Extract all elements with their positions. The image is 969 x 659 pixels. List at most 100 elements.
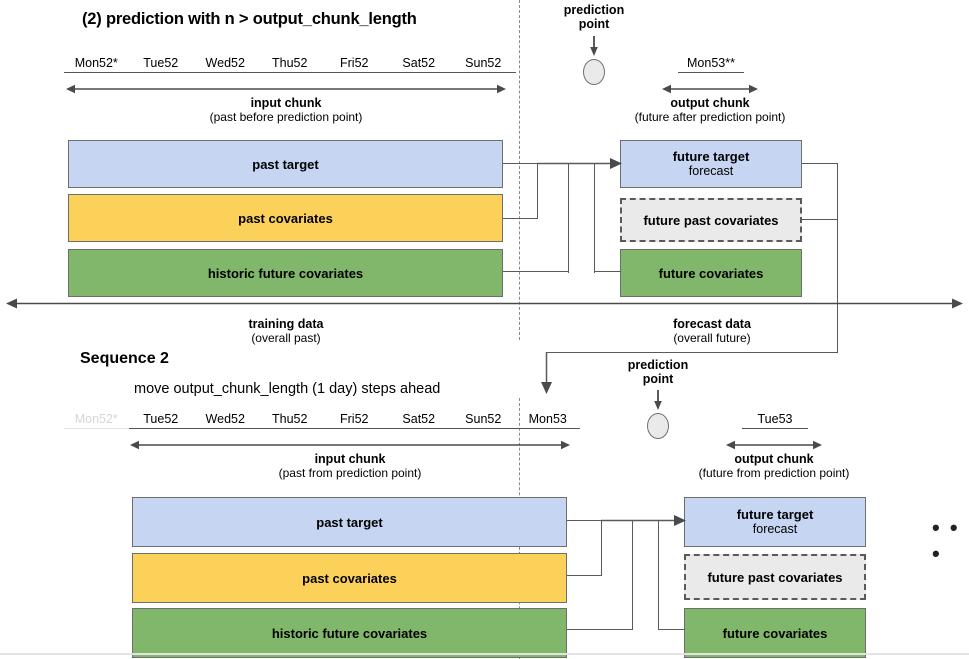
box-historic-future-covariates-2[interactable]: historic future covariates — [132, 608, 567, 658]
connector-feedback-arrow-down-1 — [541, 352, 552, 394]
prediction-point-label-1-line1: prediction — [563, 3, 625, 17]
box-future-target-2[interactable]: future target forecast — [684, 497, 866, 547]
day-label-inactive: Mon52* — [64, 412, 129, 429]
day-label: Tue53 — [742, 412, 808, 429]
box-sublabel: forecast — [752, 522, 798, 536]
box-label: future target — [672, 149, 750, 164]
prediction-point-arrow-1 — [590, 36, 598, 56]
input-chunk-sub-1: (past before prediction point) — [209, 110, 363, 124]
ellipsis-more-sequences: • • • — [932, 515, 960, 566]
sequence1-output-day-labels: Mon53** — [678, 56, 744, 73]
day-label: Tue52 — [128, 56, 193, 73]
connector-past-covariates-1 — [503, 218, 538, 220]
output-chunk-title-2: output chunk — [734, 452, 814, 466]
prediction-point-marker-1 — [583, 59, 605, 85]
box-label: past covariates — [302, 570, 397, 586]
day-label: Mon53 — [515, 412, 580, 429]
box-future-covariates-1[interactable]: future covariates — [620, 249, 802, 297]
training-data-sub: (overall past) — [251, 331, 321, 345]
connector-join-v1-1 — [537, 163, 539, 219]
box-future-past-covariates-2[interactable]: future past covariates — [684, 554, 866, 600]
box-past-covariates-2[interactable]: past covariates — [132, 553, 567, 603]
box-label: historic future covariates — [207, 265, 364, 281]
connector-future-target-out-1 — [802, 163, 838, 165]
box-future-past-covariates-1[interactable]: future past covariates — [620, 198, 802, 242]
input-chunk-title-1: input chunk — [250, 96, 322, 110]
box-past-covariates-1[interactable]: past covariates — [68, 194, 503, 242]
box-label: future past covariates — [643, 212, 779, 228]
input-chunk-label-2: input chunk (past from prediction point) — [130, 452, 570, 480]
box-future-target-1[interactable]: future target forecast — [620, 140, 802, 188]
day-label: Thu52 — [257, 412, 322, 429]
connector-arrow-to-future-target-2 — [601, 515, 686, 526]
sequence2-heading: Sequence 2 — [80, 350, 169, 367]
day-label: Mon53** — [678, 56, 744, 73]
prediction-point-label-2-line2: point — [642, 372, 674, 386]
box-past-target-2[interactable]: past target — [132, 497, 567, 547]
forecast-data-sub: (overall future) — [673, 331, 751, 345]
forecast-data-label: forecast data (overall future) — [612, 317, 812, 345]
connector-join-v2-1 — [568, 163, 570, 273]
day-label: Thu52 — [257, 56, 322, 73]
output-chunk-sub-2: (future from prediction point) — [698, 466, 850, 480]
forecast-data-title: forecast data — [673, 317, 751, 331]
day-label: Wed52 — [193, 412, 258, 429]
box-label: historic future covariates — [271, 625, 428, 641]
prediction-point-marker-2 — [647, 413, 669, 439]
day-label: Fri52 — [322, 412, 387, 429]
input-chunk-label-1: input chunk (past before prediction poin… — [66, 96, 506, 124]
prediction-point-label-2-line1: prediction — [627, 358, 689, 372]
output-chunk-sub-1: (future after prediction point) — [634, 110, 786, 124]
day-label: Sun52 — [451, 56, 516, 73]
connector-future-past-cov-out-1 — [802, 219, 838, 221]
box-future-covariates-2[interactable]: future covariates — [684, 608, 866, 658]
day-label: Wed52 — [193, 56, 258, 73]
bottom-edge-rule — [0, 653, 969, 655]
input-chunk-sub-2: (past from prediction point) — [278, 466, 422, 480]
connector-past-target-2 — [567, 520, 602, 522]
page-title: (2) prediction with n > output_chunk_len… — [82, 10, 417, 28]
input-chunk-arrow-2 — [130, 440, 570, 450]
connector-arrow-to-future-target-1 — [537, 158, 622, 169]
connector-future-covariates-in-2 — [658, 629, 685, 631]
prediction-point-label-1: prediction point — [552, 3, 636, 31]
sequence2-output-day-labels: Tue53 — [742, 412, 808, 429]
connector-past-covariates-2 — [567, 575, 602, 577]
box-past-target-1[interactable]: past target — [68, 140, 503, 188]
box-label: future covariates — [722, 625, 828, 641]
box-label: past target — [252, 156, 319, 172]
output-chunk-arrow-1 — [662, 84, 758, 94]
connector-future-covariates-in-1 — [594, 271, 621, 273]
connector-join-v3-1 — [594, 163, 596, 273]
prediction-point-arrow-2 — [654, 390, 662, 410]
connector-join-v2-2 — [632, 520, 634, 630]
input-chunk-arrow-1 — [66, 84, 506, 94]
prediction-boundary-divider-top — [519, 0, 520, 340]
prediction-point-label-1-line2: point — [578, 17, 610, 31]
training-data-title: training data — [248, 317, 324, 331]
input-chunk-title-2: input chunk — [314, 452, 386, 466]
prediction-point-label-2: prediction point — [616, 358, 700, 386]
box-label: past target — [316, 514, 383, 530]
box-historic-future-covariates-1[interactable]: historic future covariates — [68, 249, 503, 297]
day-label: Sun52 — [451, 412, 516, 429]
output-chunk-title-1: output chunk — [670, 96, 750, 110]
box-label: future target — [736, 507, 814, 522]
box-sublabel: forecast — [688, 164, 734, 178]
day-label: Sat52 — [386, 412, 451, 429]
output-chunk-label-1: output chunk (future after prediction po… — [632, 96, 788, 124]
sequence2-input-day-labels: Mon52* Tue52 Wed52 Thu52 Fri52 Sat52 Sun… — [64, 412, 580, 429]
connector-join-v3-2 — [658, 520, 660, 630]
overall-timeline-arrow — [6, 298, 963, 309]
training-data-label: training data (overall past) — [186, 317, 386, 345]
connector-past-target-1 — [503, 163, 538, 165]
box-label: past covariates — [238, 210, 333, 226]
box-label: future covariates — [658, 265, 764, 281]
box-label: future past covariates — [707, 569, 843, 585]
output-chunk-arrow-2 — [726, 440, 822, 450]
connector-feedback-vertical-1 — [837, 163, 839, 353]
connector-feedback-horizontal-1 — [546, 352, 838, 354]
connector-historic-future-covariates-2 — [567, 629, 633, 631]
connector-join-v1-2 — [601, 520, 603, 576]
